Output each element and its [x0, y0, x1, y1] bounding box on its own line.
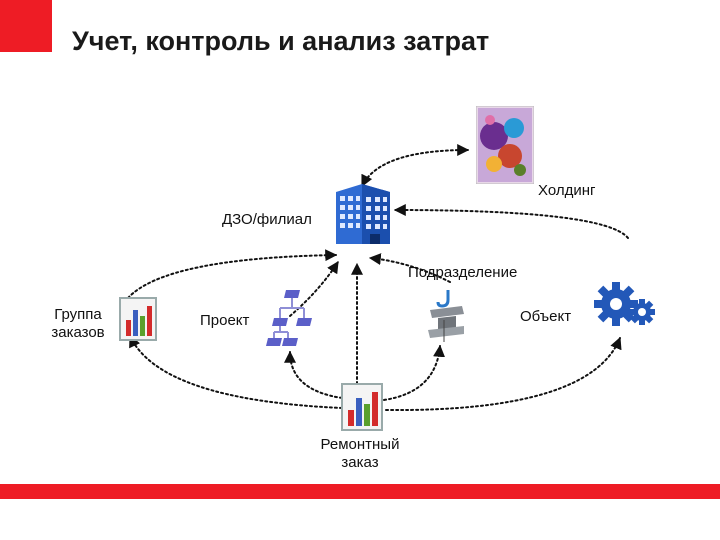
- division-label: Подразделение: [408, 264, 518, 281]
- arrow-repair-to-division: [383, 344, 446, 401]
- object-label: Объект: [520, 308, 572, 325]
- dzo-label: ДЗО/филиал: [222, 211, 312, 228]
- bar-chart-icon: [341, 383, 383, 431]
- arrow-group-to-dzo: [127, 249, 338, 299]
- arrow-dzo-to-holding: [361, 144, 470, 188]
- red-footer-bar: [0, 484, 720, 499]
- order-group-label-line1: Группа: [54, 306, 102, 323]
- project-label: Проект: [200, 312, 250, 329]
- bar-chart-icon: [119, 297, 157, 341]
- arrow-repair-to-group: [129, 334, 343, 409]
- crane-hook-beam-icon: [428, 290, 464, 342]
- repair-order-label-line1: Ремонтный: [320, 436, 400, 453]
- repair-order-label: Ремонтный заказ: [300, 436, 420, 472]
- gears-icon: [594, 282, 655, 326]
- slide-title: Учет, контроль и анализ затрат: [72, 26, 490, 56]
- arrow-repair-to-object: [385, 336, 622, 412]
- abstract-image-icon: [476, 106, 534, 184]
- office-building-icon: [336, 184, 390, 244]
- order-group-label: Группа заказов: [40, 306, 116, 342]
- order-group-label-line2: заказов: [51, 324, 105, 341]
- holding-label: Холдинг: [538, 182, 596, 199]
- arrow-project-to-dzo: [289, 260, 339, 317]
- repair-order-label-line2: заказ: [341, 454, 379, 471]
- arrow-repair-to-project: [284, 350, 343, 399]
- red-corner-square: [0, 0, 52, 52]
- arrow-holding-to-dzo: [393, 204, 629, 239]
- hierarchy-icon: [266, 290, 312, 346]
- arrow-division-to-dzo: [368, 253, 451, 283]
